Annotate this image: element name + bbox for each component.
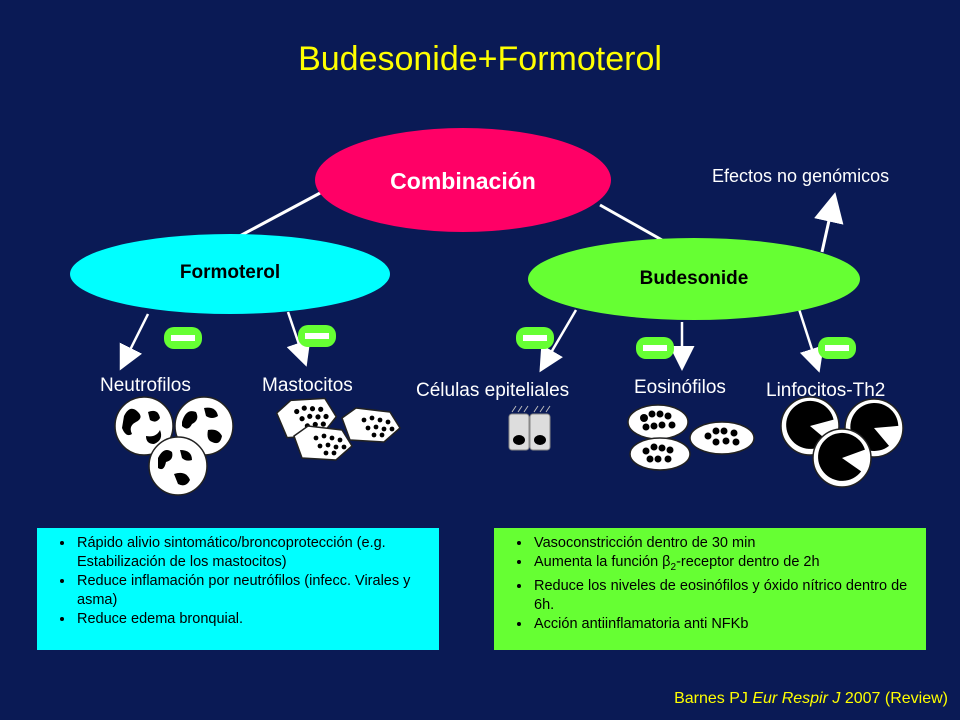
eosinofilos-label: Eosinófilos [634,377,726,398]
connector-combinacion-budesonide [599,203,663,242]
epithelial-cells-icon [508,405,551,451]
formoterol-effect-item: Reduce edema bronquial. [75,610,433,629]
arrow-epiteliales [539,309,578,373]
budesonide-effect-item: Acción antiinflamatoria anti NFKb [532,615,920,634]
ellipse-formoterol [70,234,390,314]
arrow-efectos [814,192,844,253]
budesonide-effect-item: Aumenta la función β2-receptor dentro de… [532,553,920,577]
budesonide-effect-item: Vasoconstricción dentro de 30 min [532,534,920,553]
ellipse-budesonide [528,238,860,320]
budesonide-effect-item: Reduce los niveles de eosinófilos y óxid… [532,577,920,615]
minus-sign-neutrofilos [164,327,202,349]
arrow-mastocitos [286,311,311,367]
formoterol-effects-box: Rápido alivio sintomático/broncoprotecci… [37,528,439,650]
formoterol-label: Formoterol [179,262,281,283]
arrow-neutrofilos [119,313,150,371]
lymphocyte-th2-cells-icon [780,396,904,488]
minus-sign-mastocitos [298,325,336,347]
neutrophil-cells-icon [114,396,234,496]
celulas-epiteliales-label: Células epiteliales [416,380,570,401]
connector-combinacion-formoterol [235,190,323,240]
minus-sign-linfocitos [818,337,856,359]
efectos-no-genomicos-label: Efectos no genómicos [712,166,890,186]
linfocitos-th2-label: Linfocitos-Th2 [766,380,886,401]
citation: Barnes PJ Eur Respir J 2007 (Review) [674,690,948,707]
beta-symbol: β [662,554,671,570]
mastocitos-label: Mastocitos [262,375,353,396]
ellipse-combinacion [315,128,611,232]
combinacion-label: Combinación [390,168,536,194]
slide-title: Budesonide+Formoterol [298,40,662,78]
minus-sign-eosinofilos [636,337,674,359]
neutrofilos-label: Neutrofilos [100,375,191,396]
formoterol-effect-item: Reduce inflamación por neutrófilos (infe… [75,572,433,610]
budesonide-label: Budesonide [639,268,749,289]
mastocyte-cells-icon [275,397,401,461]
arrow-linfocitos [796,305,824,373]
formoterol-effect-item: Rápido alivio sintomático/broncoprotecci… [75,534,433,572]
budesonide-effects-box: Vasoconstricción dentro de 30 min Aument… [494,528,926,650]
minus-sign-epiteliales [516,327,554,349]
eosinophil-cells-icon [627,404,755,471]
